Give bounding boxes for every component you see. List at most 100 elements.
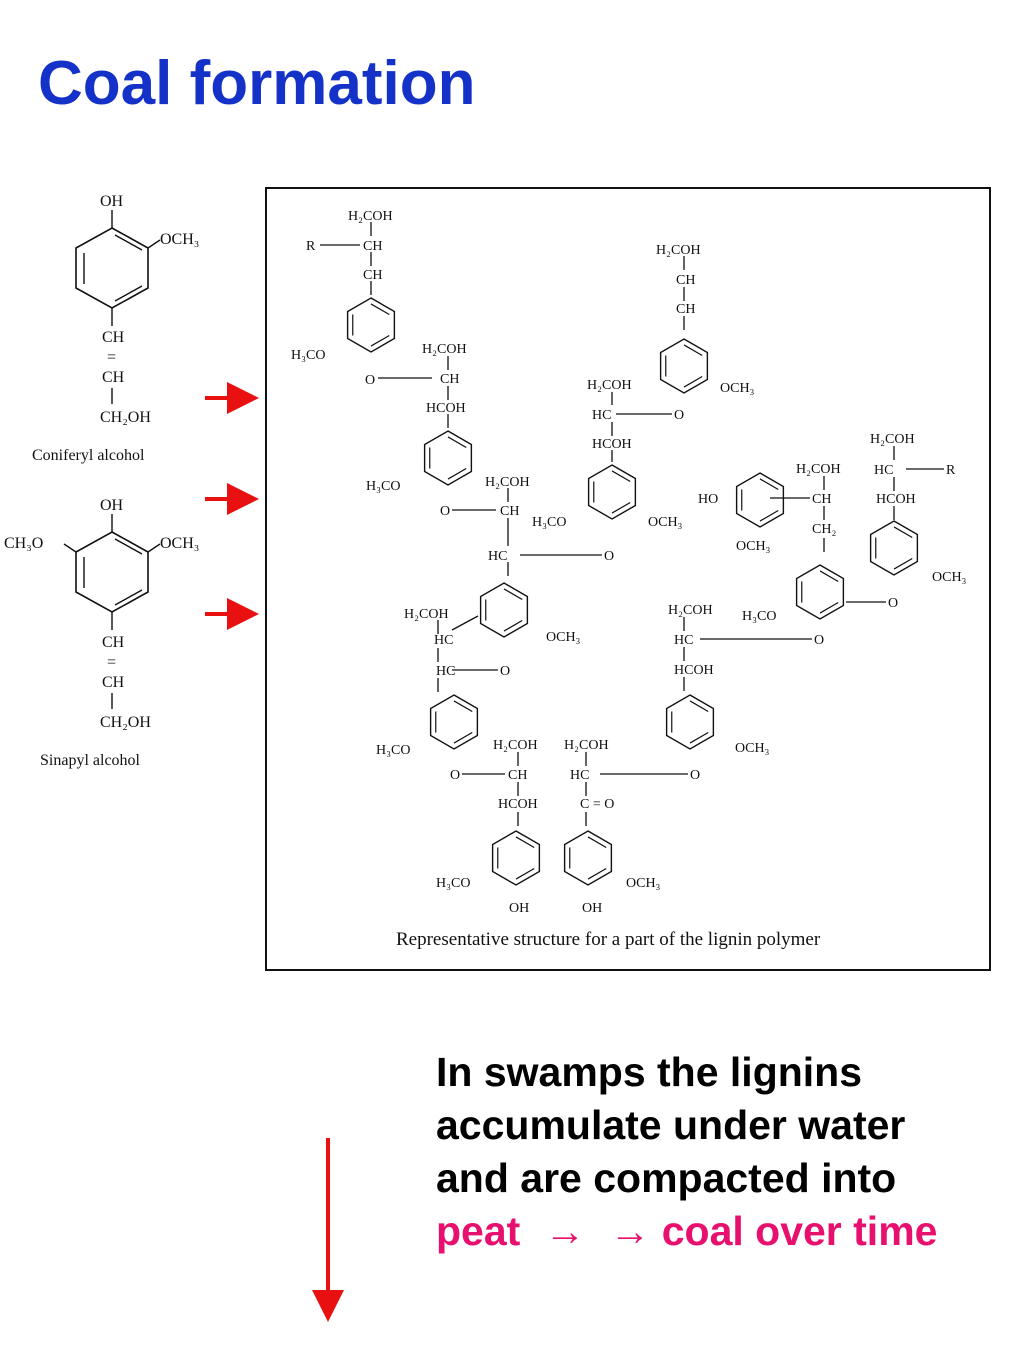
svg-text:O: O [604,549,614,564]
svg-text:HC: HC [436,664,455,679]
ring-double-bond [587,836,607,848]
peat-word: peat [436,1208,521,1254]
explanation-line-1: In swamps the lignins [436,1049,863,1095]
svg-text:O: O [365,373,375,388]
sinapyl-och3-right: OCH₃ [160,535,199,552]
sinapyl-ch-b: CH [102,674,125,691]
svg-text:O: O [690,768,700,783]
svg-text:HCOH: HCOH [674,663,714,678]
benzene-ring [423,430,473,486]
benzene-ring [491,830,541,886]
ring-double-bond [503,588,523,600]
svg-text:CH: CH [508,768,527,783]
svg-text:HCOH: HCOH [426,401,466,416]
svg-text:HCOH: HCOH [498,797,538,812]
svg-text:OH: OH [509,901,529,916]
page-title: Coal formation [38,49,476,118]
explanation-line-4: peat→→ coal over time [436,1205,1016,1258]
sinapyl-och3-left: CH₃O [4,535,43,552]
svg-text:OCH₃: OCH₃ [648,515,683,530]
svg-text:O: O [500,664,510,679]
ring-double-bond [587,868,607,880]
ring-double-bond [683,376,703,388]
ring-double-bond [453,700,473,712]
arrow-icon: → [609,1208,651,1254]
svg-text:CH: CH [440,372,459,387]
coniferyl-name: Coniferyl alcohol [32,447,145,464]
lignin-aromatic-rings [346,297,919,886]
benzene-ring [563,830,613,886]
ring-double-bond [515,836,535,848]
sinapyl-name: Sinapyl alcohol [40,752,141,769]
benzene-ring [346,297,396,353]
ring-double-bond [759,478,779,490]
svg-text:H₃CO: H₃CO [366,479,400,494]
arrow-icon: → [544,1208,586,1254]
svg-text:H₃CO: H₃CO [532,515,566,530]
svg-text:CH₂: CH₂ [812,522,836,537]
svg-text:O: O [440,504,450,519]
svg-text:OCH₃: OCH₃ [735,741,770,756]
svg-text:H₃CO: H₃CO [376,743,410,758]
svg-text:O: O [450,768,460,783]
svg-text:H₂COH: H₂COH [422,342,467,357]
ring-double-bond [453,732,473,744]
svg-text:HC: HC [488,549,507,564]
benzene-ring [479,582,529,638]
svg-text:H₂COH: H₂COH [485,475,530,490]
benzene-ring [869,520,919,576]
ring-double-bond [689,700,709,712]
sinapyl-ch2oh: CH₂OH [100,714,151,731]
ring-double-bond [447,468,467,480]
svg-text:H₂COH: H₂COH [668,603,713,618]
benzene-ring [587,464,637,520]
svg-text:OH: OH [582,901,602,916]
svg-text:H₂COH: H₂COH [656,243,701,258]
svg-text:O: O [888,596,898,611]
lignin-labels: H₂COH R CH CH H₃CO O H₂COH CH HCOH H₃CO … [291,209,967,916]
benzene-ring [429,694,479,750]
sinapyl-oh-label: OH [100,497,124,514]
svg-text:CH: CH [676,273,695,288]
ring-double-bond [819,602,839,614]
svg-text:H₂COH: H₂COH [493,738,538,753]
ring-double-bond [689,732,709,744]
ring-double-bond [370,303,390,315]
svg-text:OCH₃: OCH₃ [626,876,661,891]
svg-text:H₂COH: H₂COH [870,432,915,447]
coniferyl-och3-label: OCH₃ [160,231,199,248]
explanation-line-2: accumulate under water [436,1102,906,1148]
svg-text:H₂COH: H₂COH [564,738,609,753]
svg-text:CH: CH [812,492,831,507]
svg-text:H₃CO: H₃CO [436,876,470,891]
lignin-polymer-figure: H₂COH R CH CH H₃CO O H₂COH CH HCOH H₃CO … [265,187,991,971]
explanation-text: In swamps the lignins accumulate under w… [436,1046,1016,1258]
ring-double-bond [503,620,523,632]
ring-double-bond [611,502,631,514]
svg-text:O: O [814,633,824,648]
coniferyl-oh-label: OH [100,193,124,210]
svg-text:H₂COH: H₂COH [404,607,449,622]
svg-text:H₂COH: H₂COH [348,209,393,224]
svg-text:H₂COH: H₂COH [796,462,841,477]
lignin-bonds [320,222,944,826]
ring-double-bond [611,470,631,482]
svg-text:H₃CO: H₃CO [742,609,776,624]
benzene-ring [665,694,715,750]
svg-text:R: R [306,239,316,254]
svg-text:C = O: C = O [580,797,614,812]
svg-text:HCOH: HCOH [592,437,632,452]
svg-text:HC: HC [592,408,611,423]
svg-text:HC: HC [674,633,693,648]
coniferyl-double-bond: = [107,349,116,366]
coniferyl-alcohol-structure: OH OCH₃ CH = CH CH₂OH Coniferyl alcohol [32,193,199,464]
svg-text:OCH₃: OCH₃ [932,570,967,585]
arrow-icons [205,382,344,1322]
svg-text:O: O [674,408,684,423]
sinapyl-ch-a: CH [102,634,125,651]
ring-double-bond [759,510,779,522]
sinapyl-double-bond: = [107,654,116,671]
benzene-ring [659,338,709,394]
svg-text:HC: HC [874,463,893,478]
